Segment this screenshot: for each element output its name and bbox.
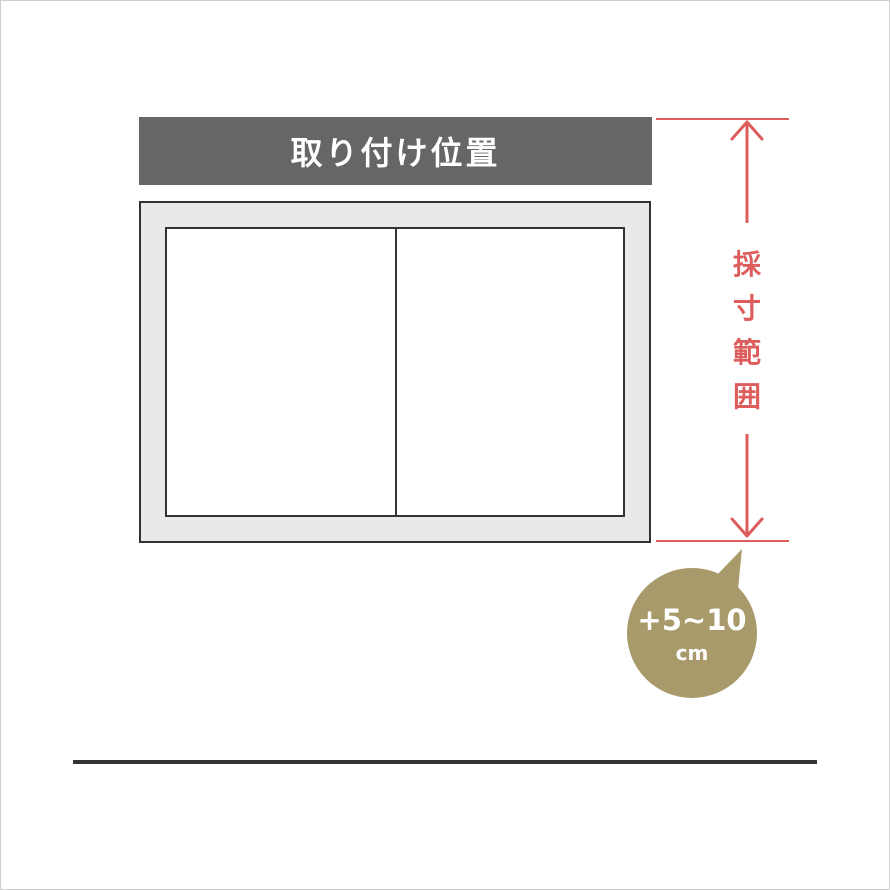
arrow-down-icon [730,517,764,538]
window-frame [139,201,651,543]
measurement-range-char-1: 採 [732,248,761,281]
measurement-range-char-3: 範 [732,336,761,369]
floor-line [73,760,817,764]
offset-badge-unit: cm [675,641,709,665]
measurement-range-char-4: 囲 [732,380,761,413]
measurement-range-char-2: 寸 [732,292,761,325]
installation-position-banner: 取り付け位置 [139,117,652,185]
window-glass-area [165,227,625,517]
offset-badge-value: +5~10 [637,603,747,637]
offset-badge-circle [627,568,757,698]
arrow-up-icon [730,120,764,141]
window-sash-divider [395,229,397,515]
